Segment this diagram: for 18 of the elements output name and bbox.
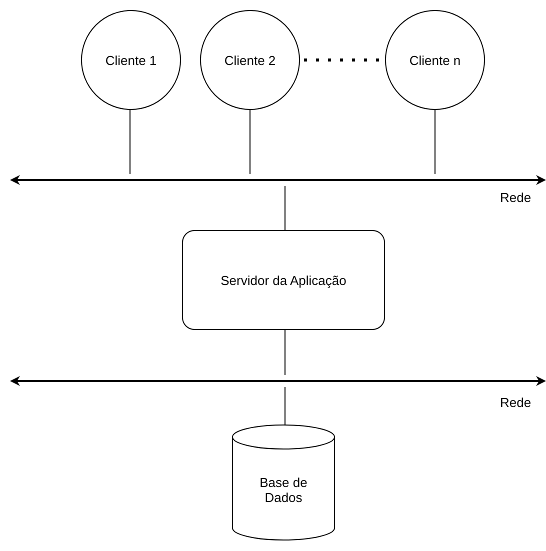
network-label: Rede — [500, 190, 532, 205]
network-bus — [10, 174, 546, 186]
database-label: Base de Dados — [258, 474, 308, 504]
network-label: Rede — [500, 395, 532, 410]
client-label: Cliente n — [409, 52, 461, 68]
network-bus — [10, 375, 546, 387]
client-circle — [81, 10, 181, 110]
client-circle — [385, 10, 485, 110]
database-cylinder — [232, 425, 335, 540]
client-circle — [200, 10, 300, 110]
server-box — [182, 230, 385, 330]
connector-line — [284, 186, 286, 230]
connector-line — [284, 330, 286, 376]
connector-line — [284, 386, 286, 426]
server-label: Servidor da Aplicação — [220, 272, 346, 288]
client-label: Cliente 1 — [105, 52, 157, 68]
client-label: Cliente 2 — [224, 52, 276, 68]
connector-line — [434, 110, 436, 174]
